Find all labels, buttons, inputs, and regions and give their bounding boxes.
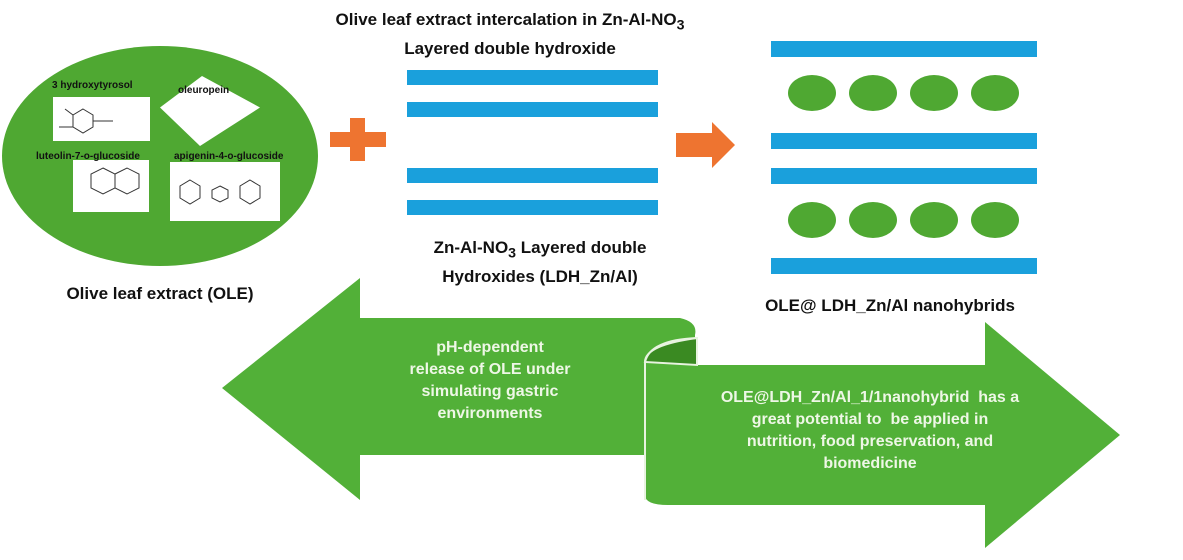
ldh-layer — [407, 168, 658, 183]
hybrid-layer — [771, 168, 1037, 184]
compound-label-hydroxytyrosol: 3 hydroxytyrosol — [52, 80, 133, 91]
release-text: pH-dependent release of OLE under simula… — [360, 337, 620, 425]
ole-particle — [910, 202, 958, 238]
title-line2: Layered double hydroxide — [404, 39, 616, 59]
ldh-caption: Zn-Al-NO3 Layered double Hydroxides (LDH… — [355, 236, 725, 289]
scroll-curl-edge — [644, 337, 698, 363]
ldh-caption-part2: Layered double — [516, 238, 647, 257]
application-text-line: great potential to be applied in — [751, 411, 989, 428]
ole-particle — [971, 202, 1019, 238]
ole-particle — [971, 75, 1019, 111]
right-arrow-shape — [645, 322, 1120, 548]
ole-particle — [849, 75, 897, 111]
luteolin-icon — [90, 167, 140, 195]
left-arrow-shape — [222, 278, 696, 500]
diagram-title: Olive leaf extract intercalation in Zn-A… — [290, 8, 730, 61]
ole-particle — [910, 75, 958, 111]
hydroxytyrosol-structure — [53, 97, 150, 141]
release-text-line: pH-dependent — [436, 339, 544, 356]
compound-label-oleuropein: oleuropein — [178, 85, 230, 96]
ldh-layer — [407, 102, 658, 117]
release-text-line: simulating gastric — [421, 383, 559, 400]
ole-particle — [788, 75, 836, 111]
release-text-line: environments — [437, 405, 543, 422]
apigenin-structure — [170, 162, 280, 221]
application-text-line: OLE@LDH_Zn/Al_1/1nanohybrid has a — [720, 389, 1020, 406]
ldh-layer — [407, 200, 658, 215]
title-subscript: 3 — [676, 17, 685, 34]
hybrid-layer — [771, 133, 1037, 149]
luteolin-structure — [73, 160, 149, 212]
apigenin-icon — [179, 179, 261, 205]
right-arrow-icon — [676, 122, 735, 168]
compound-label-luteolin: luteolin-7-o-glucoside — [36, 151, 140, 162]
compound-label-apigenin: apigenin-4-o-glucoside — [174, 151, 284, 162]
title-line1: Olive leaf extract intercalation in Zn-A… — [335, 10, 677, 29]
ole-particle — [849, 202, 897, 238]
ole-caption: Olive leaf extract (OLE) — [66, 284, 254, 303]
application-text-line: biomedicine — [823, 455, 917, 472]
ldh-caption-part1: Zn-Al-NO — [433, 238, 509, 257]
ldh-caption-line2: Hydroxides (LDH_Zn/Al) — [442, 267, 638, 287]
hydroxytyrosol-icon — [59, 108, 113, 134]
application-text-line: nutrition, food preservation, and — [746, 433, 994, 450]
hybrid-caption: OLE@ LDH_Zn/Al nanohybrids — [765, 296, 1015, 315]
release-text-line: release of OLE under — [409, 361, 571, 378]
plus-icon — [330, 118, 386, 161]
hybrid-layer — [771, 41, 1037, 57]
ldh-layer — [407, 70, 658, 85]
application-text: OLE@LDH_Zn/Al_1/1nanohybrid has a great … — [660, 387, 1080, 475]
ole-particle — [788, 202, 836, 238]
ldh-caption-subscript: 3 — [508, 245, 517, 262]
hybrid-layer — [771, 258, 1037, 274]
